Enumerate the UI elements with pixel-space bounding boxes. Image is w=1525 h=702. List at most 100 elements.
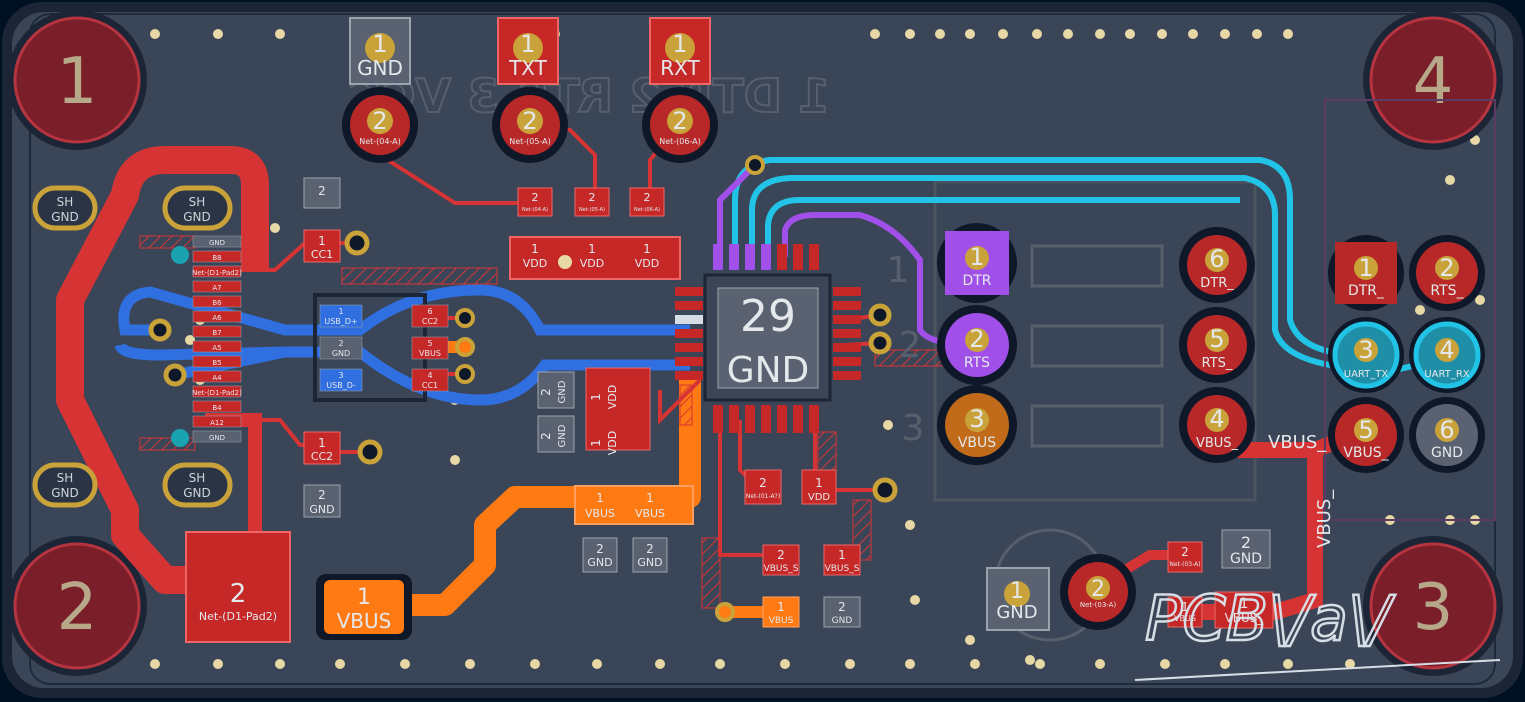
usb-pin-pad[interactable] [192,430,242,443]
pad-led3-rtop[interactable]: 2 Net-(03-A) [1167,541,1203,573]
trace-usb-shield-loop[interactable] [56,146,269,594]
ic-pin[interactable] [833,329,861,338]
pad-cc2-bottom[interactable]: 1 CC2 [303,431,341,465]
usb-pin-pad[interactable] [192,355,242,368]
ic-pin[interactable] [833,301,861,310]
ic-pin[interactable] [675,329,703,338]
pad-net05[interactable]: 2 Net-(05-A) [492,87,568,163]
esd-pin-6[interactable] [411,304,449,328]
via-cc2[interactable] [357,439,383,465]
pad-net06[interactable]: 2 Net-(06-A) [642,87,718,163]
pad-led3-net[interactable]: 2 Net-(03-A) [1060,554,1136,630]
ic-pin[interactable] [833,343,861,352]
pad-led3-rbot2[interactable]: 1 VBUS_ [1214,591,1274,629]
mounting-hole-3[interactable]: 3 [1363,536,1503,676]
usb-pin-pad[interactable] [192,265,242,278]
mounting-hole-1[interactable]: 1 [7,10,147,150]
ic-pin[interactable] [675,301,703,310]
ic-pin[interactable] [761,405,771,433]
ic-pin[interactable] [777,244,787,270]
ic-pin[interactable] [793,405,803,433]
via-usb-d2[interactable] [163,363,187,387]
ic-pin[interactable] [761,244,771,270]
usb-pin-pad[interactable] [192,385,242,398]
ic-pin[interactable] [833,315,861,324]
via-dtr-top[interactable] [745,155,765,175]
via-esd-cc1[interactable] [455,364,475,384]
pad-led3-rbot1[interactable]: 1 VBUS [1167,596,1203,628]
ic-pin[interactable] [745,405,755,433]
ic-pin[interactable] [809,405,819,433]
esd-pin-5[interactable] [411,336,449,360]
via-vdd[interactable] [558,255,572,269]
usb-pin-pad[interactable] [192,415,242,428]
usb-pin-pad[interactable] [192,325,242,338]
ic-pin[interactable] [833,357,861,366]
via-esd-cc2[interactable] [455,308,475,328]
usb-pin-pad[interactable] [192,295,242,308]
usb-pin-pad[interactable] [192,400,242,413]
trace-uart-mid[interactable] [765,197,1240,257]
ic-pin[interactable] [675,371,703,380]
pad-net04[interactable]: 2 Net-(04-A) [342,87,418,163]
ic-pin[interactable] [713,405,723,433]
pad-cc1-top[interactable]: 1 CC1 [303,229,341,263]
usb-pin-pad[interactable] [192,370,242,383]
cap-pad-top-1[interactable] [574,187,610,217]
pad-gnd-top[interactable]: 1 GND [349,17,411,85]
gnd-vert-pad[interactable] [537,415,575,453]
usb-pin-pad[interactable] [192,340,242,353]
ic-pin[interactable] [833,287,861,296]
esd-pin-1[interactable] [319,304,363,328]
ic-pin[interactable] [729,405,739,433]
pad-gnd-small[interactable]: 2 GND [823,596,861,628]
ic-pin[interactable] [675,343,703,352]
vbus-cap-bar[interactable] [574,485,694,525]
pad-vbus-small[interactable]: 1 VBUS [762,596,800,628]
ic-pin[interactable] [675,287,703,296]
vbus-gnd-pad[interactable] [632,537,668,573]
ic-pin[interactable] [777,405,787,433]
pad-d1-pad2[interactable]: 2 Net-(D1-Pad2) [185,531,291,643]
pad-reg-net[interactable]: 2 Net-(01-A?) [744,469,782,505]
via-esd-vbus[interactable] [455,337,475,357]
via-vbus-small[interactable] [715,602,735,622]
pad-rxt[interactable]: 1 RXT [649,17,711,85]
via-reg-vdd[interactable] [872,477,898,503]
usb-shield-pad-br[interactable]: SH GND [162,462,233,508]
trace-usb-dminus[interactable] [173,346,690,406]
trace-usb-dplus[interactable] [118,284,690,336]
usb-pin-pad[interactable] [192,310,242,323]
usb-pin-pad[interactable] [192,280,242,293]
usb-shield-pad-bl[interactable]: SH GND [32,462,98,508]
ic-pin[interactable] [713,244,723,270]
ic-thermal-pad[interactable] [717,287,819,389]
usb-shield-pad-tl[interactable]: SH GND [32,185,98,231]
usb-pin-pad[interactable] [192,250,242,263]
usb-pin-pad[interactable] [192,235,242,248]
pad-cc2-top[interactable]: 2 [303,177,341,209]
via-usb-d[interactable] [148,318,172,342]
mounting-hole-2[interactable]: 2 [7,536,147,676]
ic-pin[interactable] [809,244,819,270]
pad-vbus-s2[interactable]: 1 VBUS_S [823,544,861,576]
pad-vbus-big[interactable]: 1 VBUS [316,574,412,640]
via-ic-1[interactable] [868,303,892,327]
cap-pad-top-2[interactable] [629,187,665,217]
usb-shield-pad-tr[interactable]: SH GND [162,185,233,231]
esd-pin-3[interactable] [319,368,363,392]
trace-uart-rx[interactable] [749,175,1447,374]
vdd-bus-bar[interactable] [509,236,681,280]
pad-reg-vdd[interactable]: 1 VDD [801,469,837,505]
esd-pin-2[interactable] [319,336,363,360]
trace-dtr[interactable] [717,162,758,257]
trace-usb-dplus-b[interactable] [114,342,286,361]
esd-pin-4[interactable] [411,368,449,392]
cap-pad-top-0[interactable] [517,187,553,217]
via-ic-2[interactable] [868,331,892,355]
ic-pin[interactable] [675,357,703,366]
pad-txt[interactable]: 1 TXT [497,17,559,85]
ic-pin[interactable] [729,244,739,270]
ic-pin[interactable] [745,244,755,270]
